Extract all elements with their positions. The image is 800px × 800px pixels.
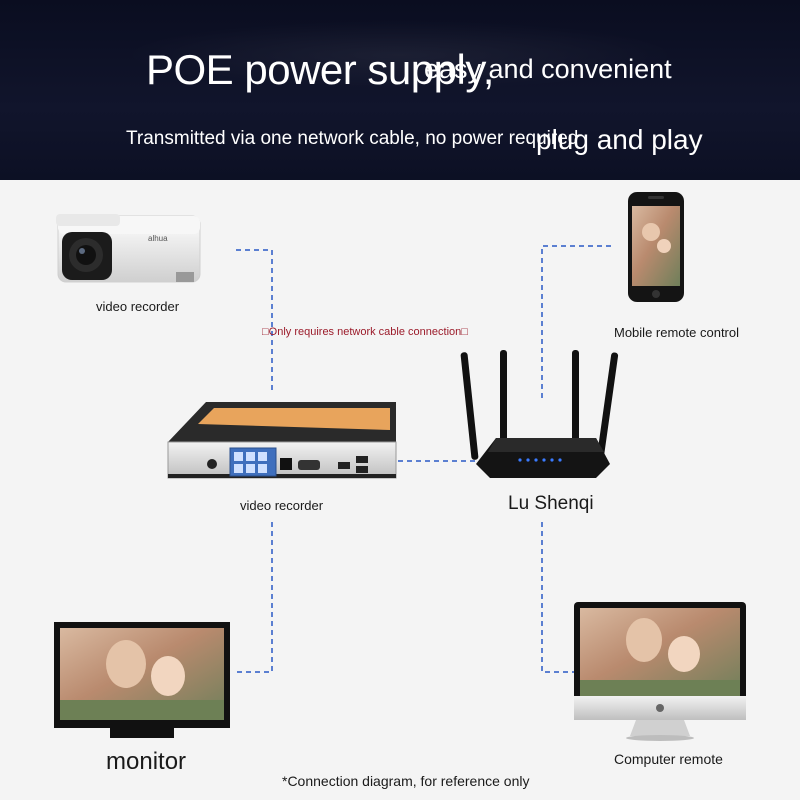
router-label: Lu Shenqi bbox=[508, 493, 594, 514]
nvr-recorder-icon bbox=[167, 402, 397, 479]
title-secondary: easy and convenient bbox=[424, 54, 672, 84]
connection-lines bbox=[234, 245, 612, 673]
header-glow bbox=[120, 20, 680, 90]
nvr-label: video recorder bbox=[240, 498, 324, 513]
line-nvr-monitor bbox=[234, 522, 273, 673]
monitor-label: monitor bbox=[106, 748, 187, 775]
desktop-computer-icon bbox=[574, 602, 746, 741]
smartphone-icon bbox=[628, 192, 684, 302]
header-banner: POE power supply, easy and convenient Tr… bbox=[0, 0, 800, 180]
line-camera-nvr bbox=[236, 249, 273, 392]
bullet-camera-icon: alhua bbox=[56, 214, 201, 283]
monitor-icon bbox=[54, 622, 230, 738]
computer-label: Computer remote bbox=[614, 751, 723, 767]
line-router-computer bbox=[541, 522, 576, 673]
camera-label: video recorder bbox=[96, 299, 180, 314]
camera-brand-logo: alhua bbox=[148, 234, 168, 243]
line-router-phone bbox=[541, 245, 612, 398]
footnote: *Connection diagram, for reference only bbox=[282, 773, 530, 789]
router-icon bbox=[460, 350, 619, 478]
subtitle-main: Transmitted via one network cable, no po… bbox=[126, 128, 579, 149]
title-main: POE power supply, bbox=[146, 46, 494, 93]
subtitle-secondary: plug and play bbox=[536, 124, 703, 155]
connection-note: □Only requires network cable connection□ bbox=[262, 326, 468, 338]
phone-label: Mobile remote control bbox=[614, 325, 739, 340]
